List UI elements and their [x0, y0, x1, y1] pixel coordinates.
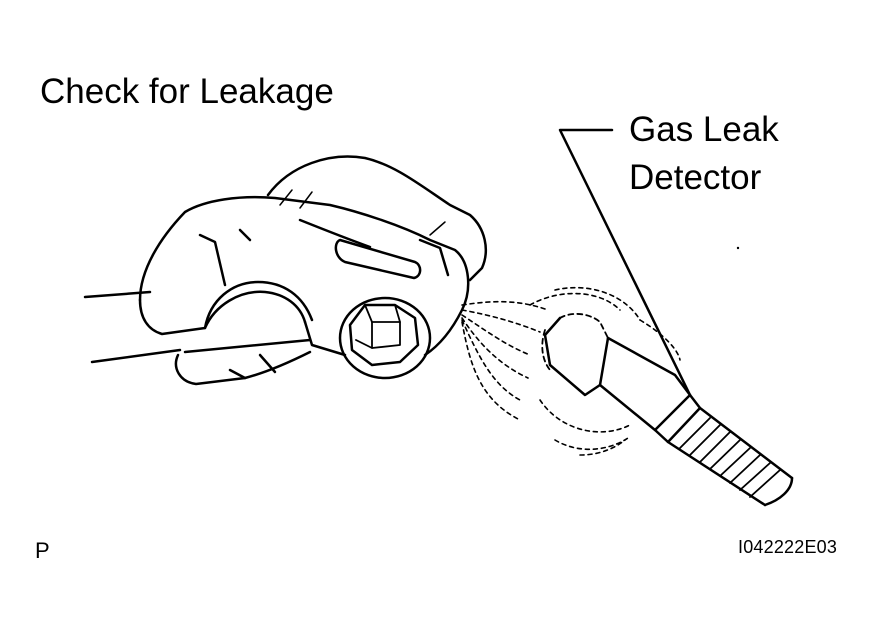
figure-id: I042222E03	[738, 537, 838, 557]
bolt	[338, 296, 432, 380]
callout-label-line-1: Gas Leak	[629, 110, 779, 149]
callout-label-line-2: Detector	[629, 158, 762, 197]
gas-leak-detector	[541, 313, 794, 507]
diagram-title: Check for Leakage	[40, 72, 334, 111]
hose-fitting	[138, 155, 487, 386]
corner-marker: P	[35, 538, 50, 563]
pipe	[83, 290, 182, 364]
gas-leak-zone	[461, 286, 681, 456]
stray-dot	[736, 246, 740, 250]
callout-leader-line	[558, 128, 692, 397]
